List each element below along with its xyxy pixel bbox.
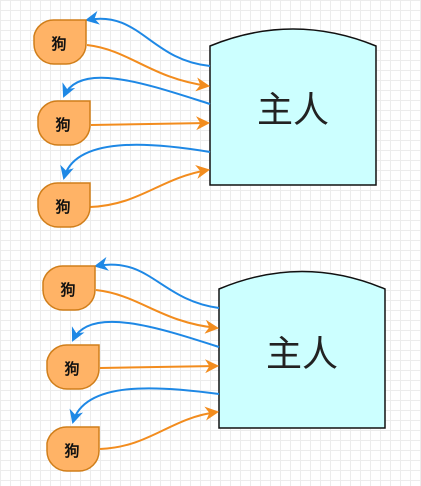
dog-node[interactable]: 狗 (33, 19, 87, 65)
dog-label: 狗 (55, 116, 70, 134)
dog-label: 狗 (64, 360, 79, 378)
dog-node-icon (37, 182, 91, 228)
diagram-2: 主人 狗 狗 狗 (42, 256, 386, 472)
diagram-1: 主人 狗 狗 狗 (33, 10, 377, 228)
arrow-owner-to-dog-1 (93, 256, 220, 309)
arrow-owner-to-dog-1 (84, 10, 211, 67)
arrow-dog-3-to-owner (99, 406, 220, 450)
dog-node-icon (33, 19, 87, 65)
owner-node[interactable]: 主人 (209, 28, 377, 186)
owner-node-icon (218, 270, 386, 429)
arrow-owner-to-dog-3 (69, 387, 220, 425)
dog-node-icon (46, 426, 100, 472)
owner-node[interactable]: 主人 (218, 270, 386, 429)
dog-label: 狗 (64, 442, 79, 460)
dog-node-icon (42, 265, 96, 311)
arrow-dog-2-to-owner (90, 116, 211, 131)
dog-label: 狗 (51, 35, 66, 53)
arrow-owner-to-dog-3 (60, 143, 211, 181)
arrow-owner-to-dog-2 (62, 76, 211, 105)
arrow-dog-1-to-owner (95, 289, 220, 334)
arrow-dog-2-to-owner (99, 359, 220, 374)
owner-node-icon (209, 28, 377, 186)
dog-node[interactable]: 狗 (42, 265, 96, 311)
dog-node-icon (46, 344, 100, 390)
arrow-dog-3-to-owner (89, 165, 211, 208)
dog-node[interactable]: 狗 (37, 100, 91, 146)
arrow-owner-to-dog-2 (71, 320, 220, 348)
owner-label: 主人 (266, 334, 338, 375)
dog-node[interactable]: 狗 (46, 344, 100, 390)
dog-label: 狗 (55, 198, 70, 216)
dog-node-icon (37, 100, 91, 146)
dog-node[interactable]: 狗 (37, 182, 91, 228)
arrow-dog-1-to-owner (86, 44, 211, 92)
dog-node[interactable]: 狗 (46, 426, 100, 472)
dog-label: 狗 (60, 281, 75, 299)
owner-label: 主人 (257, 90, 329, 131)
